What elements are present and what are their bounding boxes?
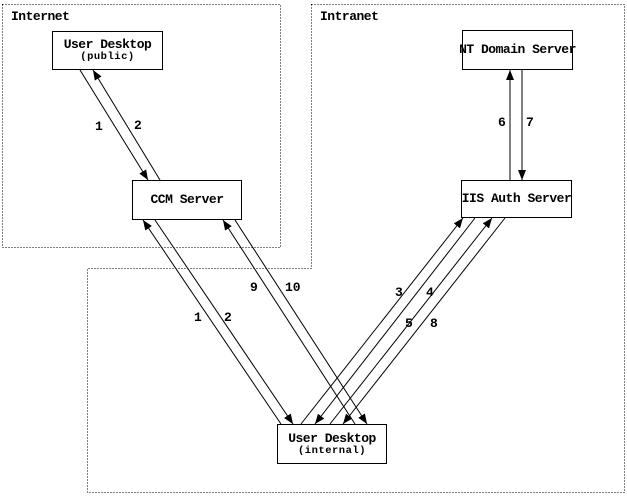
node-user-desktop-internal: User Desktop (internal) [277,424,387,464]
arrow-2-ccm-to-public-desktop [92,69,161,181]
arrow-10-ccm-to-internal-desktop [234,219,368,425]
node-iis-auth-server: IIS Auth Server [461,180,572,218]
node-nt-domain-server: NT Domain Server [459,30,576,70]
node-subtitle: (internal) [297,444,366,457]
arrow-4-iis-to-internal-desktop [314,217,476,425]
intranet-region-label: Intranet [320,9,379,24]
flow-label-1-public-ccm: 1 [95,119,103,134]
flow-label-10-internal-ccm: 10 [285,280,301,295]
flow-label-9-internal-ccm: 9 [250,280,258,295]
flow-label-3-internal-iis: 3 [395,285,403,300]
flow-label-4-internal-iis: 4 [426,285,434,300]
node-title: User Desktop [63,37,152,52]
node-user-desktop-public: User Desktop (public) [52,31,163,70]
arrow-1-internal-desktop-to-ccm [142,219,282,425]
flow-label-6-nt-iis: 6 [498,115,506,130]
flow-label-2-internal-ccm: 2 [224,310,232,325]
arrow-3-internal-desktop-to-iis [300,217,464,425]
node-title: NT Domain Server [459,42,576,57]
internet-region-label: Internet [11,9,70,24]
flow-label-8-internal-iis: 8 [430,316,438,331]
node-subtitle: (public) [80,51,135,63]
flow-label-5-internal-iis: 5 [405,316,413,331]
node-title: User Desktop [288,430,376,446]
internet-region-border [2,4,281,248]
arrow-5-internal-desktop-to-iis [329,217,493,425]
arrow-2-ccm-to-internal-desktop [154,219,294,425]
node-title: IIS Auth Server [461,191,572,206]
node-title: CCM Server [150,192,224,207]
flow-label-1-internal-ccm: 1 [194,310,202,325]
arrow-8-iis-to-internal-desktop [342,217,506,425]
flow-label-7-nt-iis: 7 [526,115,534,130]
node-ccm-server: CCM Server [132,180,242,220]
arrow-1-public-desktop-to-ccm [79,69,149,181]
intranet-region-border [87,4,625,493]
flow-label-2-public-ccm: 2 [134,118,142,133]
arrow-9-internal-desktop-to-ccm [222,219,356,425]
